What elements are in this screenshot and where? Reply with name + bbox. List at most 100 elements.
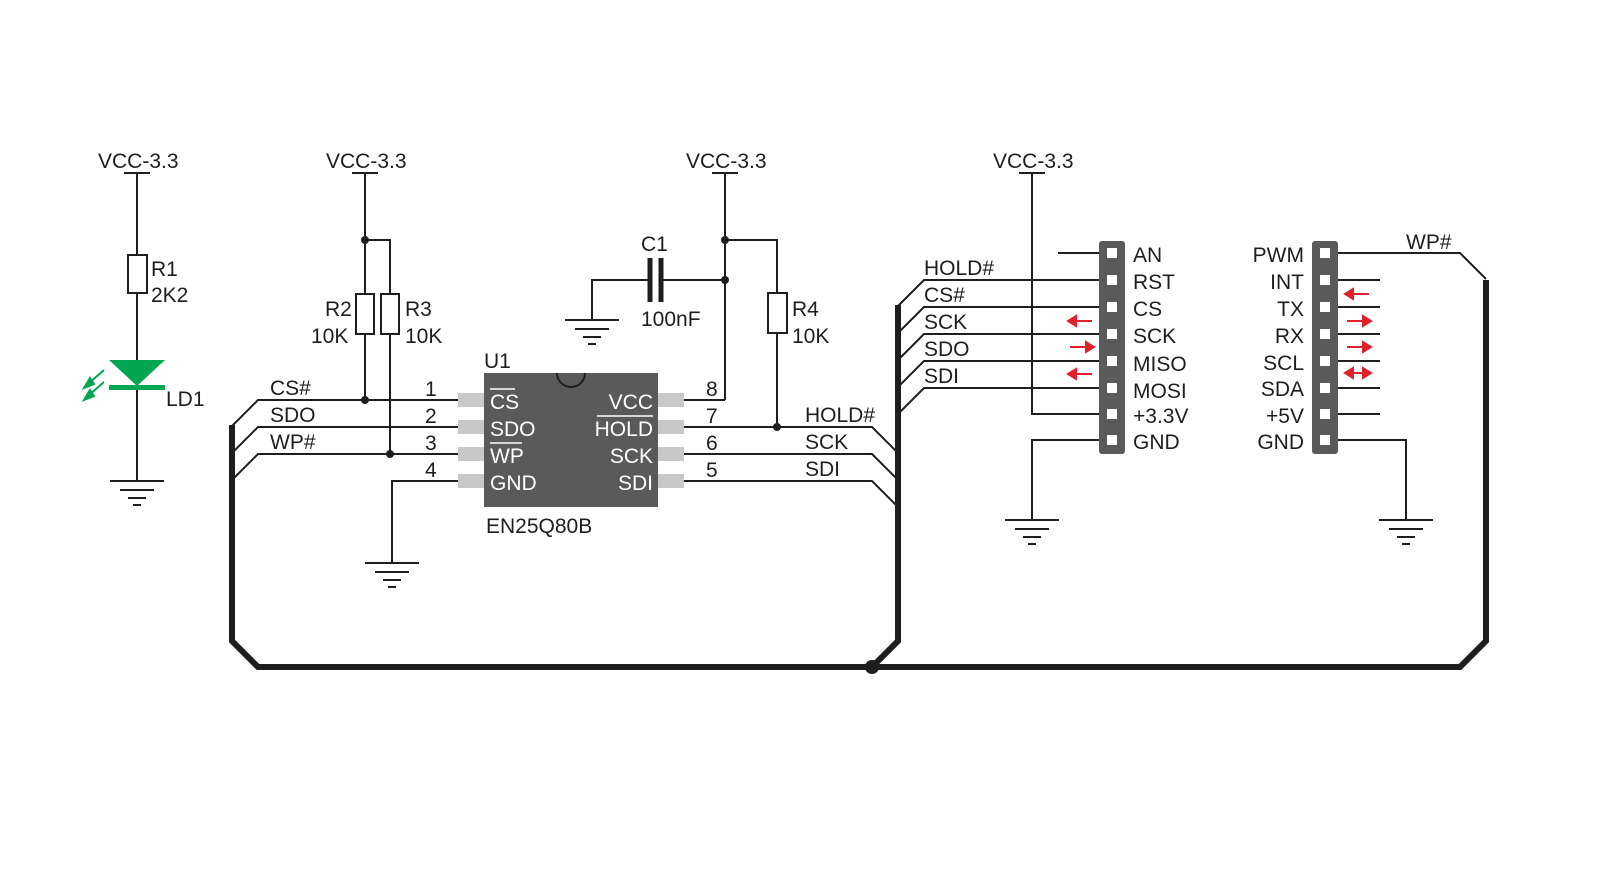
net-sdi — [684, 480, 897, 506]
ic-pin-name: HOLD — [595, 418, 653, 441]
ic-body — [484, 373, 658, 507]
led-ref: LD1 — [166, 388, 205, 411]
ic-pin-name: WP — [490, 445, 524, 468]
net-wp-entry — [1338, 252, 1487, 280]
ic-pin-name: SDO — [490, 418, 536, 441]
net-label-wp-right: WP# — [1406, 231, 1452, 254]
net-sdi-entry — [897, 387, 1100, 415]
ground-symbol-led — [110, 480, 164, 506]
wire — [365, 239, 391, 294]
ic-pin-number: 6 — [706, 432, 718, 455]
arrow-left-icon — [1066, 314, 1077, 328]
ic-pin-number: 1 — [425, 378, 437, 401]
header-right-pin-label: RX — [1275, 325, 1304, 348]
header-right: PWM INT TX RX SCL SDA +5V GND WP# — [1253, 231, 1487, 545]
net-wp — [231, 453, 458, 481]
net-label: SCK — [924, 311, 967, 334]
header-left-pin-label: MOSI — [1133, 380, 1187, 403]
ic-pin-5 — [658, 474, 684, 488]
net-hold-entry — [897, 279, 1100, 307]
signal-arrows-right — [1343, 287, 1373, 380]
ic-notch — [556, 372, 586, 388]
vcc-label-c1: VCC-3.3 — [686, 150, 767, 173]
net-sck-entry — [897, 333, 1100, 361]
ic-pin-2 — [458, 420, 484, 434]
header-left-pins — [1107, 248, 1117, 445]
ic-pin-name: SDI — [618, 472, 653, 495]
net-sdo — [231, 426, 458, 454]
ic-pin-1 — [458, 393, 484, 407]
vcc-label-led: VCC-3.3 — [98, 150, 179, 173]
resistor-r3 — [380, 293, 400, 335]
r2-value: 10K — [311, 325, 348, 348]
wire-gnd — [391, 480, 458, 563]
r3-value: 10K — [405, 325, 442, 348]
net-cs-entry — [897, 306, 1100, 334]
bus-junction — [865, 660, 879, 674]
arrow-right-icon — [1362, 366, 1373, 380]
ic-pin-3 — [458, 447, 484, 461]
led-triangle — [109, 360, 165, 386]
wire-gnd-right — [1338, 439, 1407, 520]
header-right-pin-label: INT — [1270, 271, 1304, 294]
ic-pin-name: GND — [490, 472, 537, 495]
ic-pin-8 — [658, 393, 684, 407]
led-branch: VCC-3.3 R1 2K2 LD1 — [81, 150, 205, 506]
r1-ref: R1 — [151, 258, 178, 281]
header-left-pin-label: CS — [1133, 298, 1162, 321]
r3-ref: R3 — [405, 298, 432, 321]
net-label-sdi: SDI — [805, 458, 840, 481]
ic-pin-7 — [658, 420, 684, 434]
ic-u1: U1 EN25Q80B CS SDO WP GND VCC HOLD SCK S… — [425, 350, 718, 538]
ic-pin-number: 2 — [425, 405, 437, 428]
pullup-r2-r3: VCC-3.3 R2 10K R3 10K — [311, 150, 442, 458]
header-right-body — [1312, 241, 1338, 454]
net-label-wp: WP# — [270, 431, 316, 454]
bus-lines — [229, 280, 1489, 674]
net-sck — [684, 453, 897, 479]
resistor-r1 — [127, 254, 148, 294]
ic-pin-name: SCK — [610, 445, 653, 468]
net-label-sck: SCK — [805, 431, 848, 454]
header-left-pin-label: AN — [1133, 244, 1162, 267]
arrow-left-icon — [1343, 366, 1354, 380]
led-bar — [109, 385, 165, 390]
bus-main — [229, 280, 1489, 670]
signal-arrows-left — [1066, 314, 1096, 381]
net-cs — [231, 399, 458, 427]
r2-ref: R2 — [325, 298, 352, 321]
net-label: SDO — [924, 338, 970, 361]
ic-pin-4 — [458, 474, 484, 488]
ground-symbol-c1 — [565, 319, 619, 345]
net-sdo-entry — [897, 360, 1100, 388]
header-right-pin-label: +5V — [1266, 405, 1304, 428]
arrow-right-icon — [1085, 340, 1096, 354]
net-label-sdo: SDO — [270, 404, 316, 427]
r4-value: 10K — [792, 325, 829, 348]
header-right-pin-label: TX — [1277, 298, 1304, 321]
header-left-pin-label: SCK — [1133, 325, 1176, 348]
led-light-arrows — [81, 369, 105, 403]
header-right-stubs — [1338, 279, 1380, 415]
net-label-cs: CS# — [270, 377, 311, 400]
header-left-pin-label: GND — [1133, 431, 1180, 454]
resistor-r2 — [355, 293, 375, 335]
ground-symbol-header-left — [1005, 519, 1059, 545]
header-right-pin-label: GND — [1257, 431, 1304, 454]
vcc-label-header: VCC-3.3 — [993, 150, 1074, 173]
header-left-pin-label: RST — [1133, 271, 1175, 294]
ic-pin-name: CS — [490, 391, 519, 414]
net-label: CS# — [924, 284, 965, 307]
header-left-body — [1099, 241, 1125, 454]
ic-ref: U1 — [484, 350, 511, 373]
c1-ref: C1 — [641, 233, 668, 256]
r1-value: 2K2 — [151, 284, 188, 307]
r4-ref: R4 — [792, 298, 819, 321]
header-left: AN RST CS SCK MISO MOSI +3.3V GND — [1099, 241, 1188, 454]
header-right-pin-label: SCL — [1263, 352, 1304, 375]
net-label-hold: HOLD# — [805, 404, 875, 427]
ic-left-nets: CS# SDO WP# — [231, 377, 458, 588]
arrow-right-icon — [1362, 340, 1373, 354]
ic-pin-number: 5 — [706, 459, 718, 482]
